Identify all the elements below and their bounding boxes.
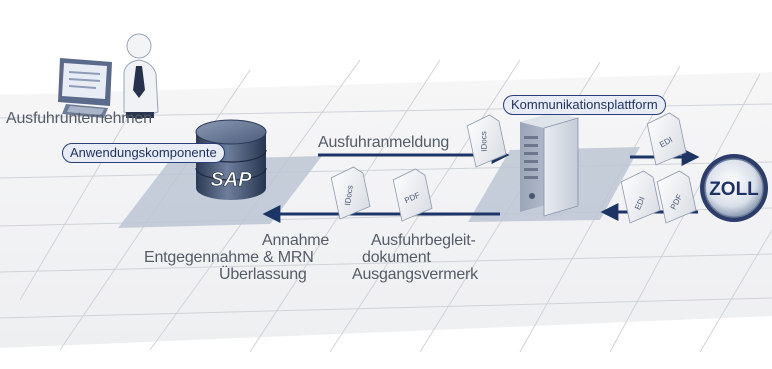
accept-label-line1: Annahme xyxy=(262,232,330,249)
component-badge: Anwendungskomponente xyxy=(62,143,225,163)
document-icon: IDocs xyxy=(330,166,371,220)
sap-logo: SAP xyxy=(210,169,252,191)
doc-label-line3: Ausgangsvermerk xyxy=(352,266,478,283)
computer-icon xyxy=(58,58,112,118)
document-icon: PDF xyxy=(392,168,433,222)
document-icon: PDF xyxy=(656,170,697,224)
company-label: Ausfuhrunternehmen xyxy=(6,110,152,127)
svg-text:IDocs: IDocs xyxy=(479,131,489,152)
platform-badge: Kommunikationsplattform xyxy=(503,95,666,115)
document-icon: IDocs xyxy=(466,114,507,168)
user-icon xyxy=(123,33,159,118)
document-icon: EDI xyxy=(620,170,661,224)
doc-label-line1: Ausfuhrbegleit- xyxy=(371,232,476,249)
customs-seal-icon xyxy=(700,154,768,222)
accept-label-line2: Entgegennahme & MRN xyxy=(144,249,314,266)
document-icon: EDI xyxy=(646,112,687,166)
server-icon xyxy=(520,112,579,217)
zoll-logo: ZOLL xyxy=(709,179,759,200)
doc-label-line2: dokument xyxy=(362,249,431,266)
declaration-label: Ausfuhranmeldung xyxy=(318,134,450,151)
accept-label-line3: Überlassung xyxy=(219,266,307,283)
svg-text:IDocs: IDocs xyxy=(343,185,355,207)
